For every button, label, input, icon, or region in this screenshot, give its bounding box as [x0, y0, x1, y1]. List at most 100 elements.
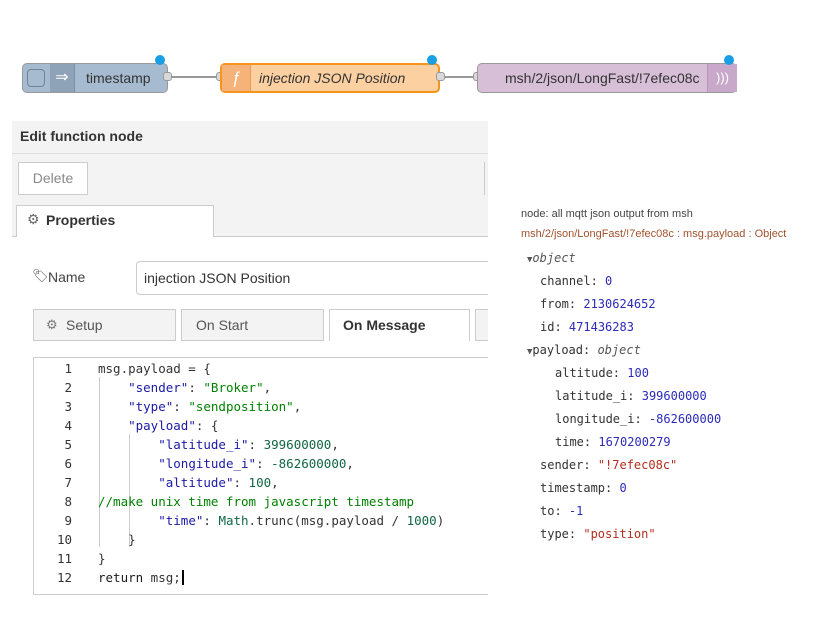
subtab-on-start[interactable]: On Start — [181, 309, 324, 341]
debug-key: timestamp: — [540, 481, 613, 495]
subtab-more[interactable] — [475, 309, 488, 341]
code-line: msg.payload = { — [98, 361, 211, 376]
debug-row-to: to: -1 — [540, 504, 583, 518]
code-line: } — [98, 551, 106, 566]
debug-key: sender: — [540, 458, 591, 472]
gear-icon: ⚙ — [46, 317, 58, 332]
debug-key: longitude_i: — [555, 412, 642, 426]
code-line: "latitude_i": 399600000, — [158, 437, 339, 452]
code-line: "time": Math.trunc(msg.payload / 1000) — [158, 513, 445, 528]
function-node[interactable]: ƒ injection JSON Position — [220, 63, 440, 93]
mqtt-out-node[interactable]: msh/2/json/LongFast/!7efec08c ))) — [477, 63, 737, 93]
function-icon: ƒ — [222, 65, 251, 91]
debug-key: time: — [555, 435, 592, 449]
debug-key: channel: — [540, 274, 598, 288]
debug-root-type: object — [532, 251, 576, 265]
debug-row-timestamp: timestamp: 0 — [540, 481, 627, 495]
debug-row-id: id: 471436283 — [540, 320, 634, 334]
caret-down-icon: ▼ — [527, 347, 533, 357]
mqtt-node-label: msh/2/json/LongFast/!7efec08c — [505, 70, 700, 86]
line-number: 11 — [56, 551, 72, 566]
broadcast-icon: ))) — [707, 64, 737, 92]
debug-root-row[interactable]: ▼object — [527, 251, 576, 265]
debug-key: altitude: — [555, 366, 621, 380]
debug-value: 1670200279 — [598, 435, 671, 449]
code-line: "sender": "Broker", — [128, 380, 272, 395]
subtab-on-start-label: On Start — [196, 317, 249, 333]
inject-changed-dot — [155, 55, 165, 65]
line-number: 9 — [64, 513, 72, 528]
line-number: 7 — [64, 475, 72, 490]
mqtt-changed-dot — [724, 55, 734, 65]
debug-key: id: — [540, 320, 562, 334]
debug-row-payload[interactable]: ▼payload: object — [527, 343, 641, 357]
line-number: 12 — [56, 570, 72, 585]
debug-value: 399600000 — [641, 389, 707, 403]
debug-row-from: from: 2130624652 — [540, 297, 656, 311]
debug-value: -862600000 — [648, 412, 722, 426]
tag-icon: 🏷 — [32, 268, 49, 283]
tab-properties-label: Properties — [46, 212, 116, 228]
debug-row-longitude: longitude_i: -862600000 — [555, 412, 721, 426]
tab-properties[interactable]: ⚙ Properties — [16, 205, 214, 237]
inject-output-port[interactable] — [163, 72, 172, 81]
delete-button[interactable]: Delete — [18, 162, 88, 195]
debug-row-time: time: 1670200279 — [555, 435, 671, 449]
function-node-label: injection JSON Position — [259, 70, 406, 86]
name-input[interactable]: injection JSON Position — [136, 261, 488, 295]
dialog-tabs: ⚙ Properties — [12, 202, 488, 237]
subtab-on-message-label: On Message — [343, 317, 426, 333]
line-number: 8 — [64, 494, 72, 509]
name-input-value: injection JSON Position — [144, 270, 291, 286]
debug-key: latitude_i: — [555, 389, 635, 403]
indent-guide — [129, 434, 130, 547]
function-output-port[interactable] — [436, 72, 445, 81]
dialog-toolbar: Delete — [12, 154, 488, 203]
inject-button[interactable] — [27, 69, 45, 87]
debug-row-latitude: latitude_i: 399600000 — [555, 389, 707, 403]
debug-value: "!7efec08c" — [597, 458, 678, 472]
debug-key: payload: — [532, 343, 591, 357]
subtab-setup[interactable]: ⚙ Setup — [33, 309, 176, 341]
code-line: //make unix time from javascript timesta… — [98, 494, 415, 509]
line-number: 6 — [64, 456, 72, 471]
code-line: return msg; — [98, 570, 184, 585]
debug-row-sender: sender: "!7efec08c" — [540, 458, 677, 472]
code-line: "type": "sendposition", — [128, 399, 302, 414]
debug-value: -1 — [568, 504, 584, 518]
dialog-title: Edit function node — [20, 128, 143, 144]
inject-node-label: timestamp — [86, 70, 151, 86]
debug-value: "position" — [583, 527, 656, 541]
line-number: 3 — [64, 399, 72, 414]
arrow-icon: ⇒ — [50, 64, 75, 92]
subtab-on-message[interactable]: On Message — [329, 309, 470, 341]
edit-function-dialog: Edit function node Delete ⚙ Properties 🏷… — [12, 121, 488, 597]
debug-row-altitude: altitude: 100 — [555, 366, 649, 380]
debug-topic-info[interactable]: msh/2/json/LongFast/!7efec08c : msg.payl… — [521, 228, 787, 240]
code-line: "longitude_i": -862600000, — [158, 456, 354, 471]
debug-key: to: — [540, 504, 562, 518]
function-changed-dot — [427, 55, 437, 65]
indent-guide — [99, 377, 100, 547]
name-label: Name — [48, 269, 86, 285]
line-number: 10 — [56, 532, 72, 547]
debug-node-info: node: all mqtt json output from msh — [521, 208, 693, 220]
code-line: "altitude": 100, — [158, 475, 279, 490]
line-number: 2 — [64, 380, 72, 395]
line-number: 4 — [64, 418, 72, 433]
debug-key: from: — [540, 297, 577, 311]
debug-row-channel: channel: 0 — [540, 274, 612, 288]
debug-value: 100 — [627, 366, 649, 380]
gear-icon: ⚙ — [27, 211, 40, 227]
inject-node[interactable]: ⇒ timestamp — [22, 63, 168, 93]
editor-gutter — [34, 358, 84, 594]
tray-header: Edit function node — [12, 121, 488, 154]
toolbar-button-edge[interactable] — [484, 162, 488, 195]
debug-key: type: — [540, 527, 577, 541]
debug-value: 471436283 — [568, 320, 634, 334]
wire-inject-function[interactable] — [167, 76, 221, 78]
code-line: "payload": { — [128, 418, 219, 433]
debug-row-type: type: "position" — [540, 527, 656, 541]
wire-function-mqtt[interactable] — [440, 76, 478, 78]
